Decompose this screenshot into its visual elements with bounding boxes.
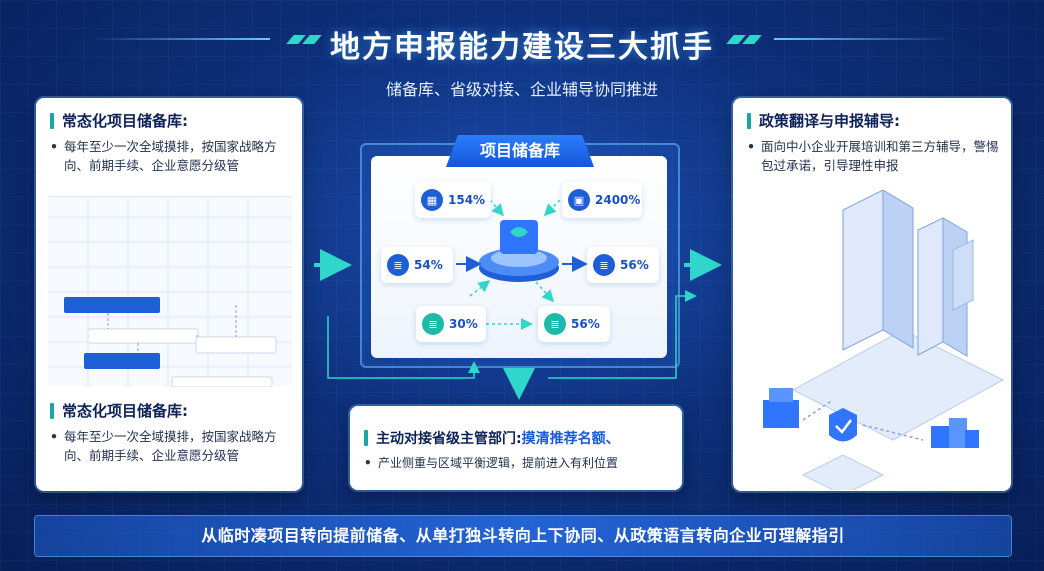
section-marker (747, 112, 751, 129)
flow-node (171, 376, 273, 387)
bottom-card: 主动对接省级主管部门: 摸清推荐名额、 • 产业侧重与区域平衡逻辑，提前进入有利… (350, 406, 682, 490)
document-icon: ≣ (422, 313, 444, 335)
stat-card: ≣ 56% (587, 247, 659, 283)
section-marker (364, 430, 368, 446)
left-section-1: 常态化项目储备库: • 每年至少一次全域摸排，按国家战略方向、前期手续、企业意愿… (50, 110, 290, 175)
section-heading: 政策翻译与申报辅导: (759, 112, 900, 130)
section-heading: 主动对接省级主管部门: (376, 431, 522, 447)
section-heading-highlight: 摸清推荐名额、 (521, 431, 620, 447)
section-bullet: 每年至少一次全域摸排，按国家战略方向、前期手续、企业意愿分级管 (64, 139, 277, 173)
section-marker (50, 112, 54, 129)
loop-arrow-right (548, 290, 697, 379)
cube-icon (931, 426, 951, 448)
page-subtitle: 储备库、省级对接、企业辅导协同推进 (385, 80, 658, 99)
stat-value: 54% (414, 257, 443, 272)
document-icon: ≣ (387, 254, 409, 276)
bullet-dot-icon: • (50, 429, 58, 444)
flow-chart-illustration (48, 196, 292, 387)
stat-value: 30% (449, 316, 478, 331)
stat-value: 2400% (595, 192, 641, 207)
right-section: 政策翻译与申报辅导: • 面向中小企业开展培训和第三方辅导，警惕包过承诺，引导理… (747, 110, 1003, 175)
section-heading: 常态化项目储备库: (62, 402, 188, 420)
stat-value: 56% (571, 316, 600, 331)
summary-banner: 从临时凑项目转向提前储备、从单打独斗转向上下协同、从政策语言转向企业可理解指引 (34, 515, 1012, 557)
stat-card: ≣ 30% (416, 306, 486, 342)
building-icon: ▦ (421, 189, 443, 211)
center-tag: 项目储备库 (446, 135, 594, 167)
left-section-2: 常态化项目储备库: • 每年至少一次全域摸排，按国家战略方向、前期手续、企业意愿… (50, 400, 290, 465)
section-bullet: 产业侧重与区域平衡逻辑，提前进入有利位置 (378, 456, 619, 470)
building-icon (842, 190, 884, 351)
page-title: 地方申报能力建设三大抓手 (330, 30, 714, 65)
left-panel: 常态化项目储备库: • 每年至少一次全域摸排，按国家战略方向、前期手续、企业意愿… (36, 98, 302, 491)
shield-icon (829, 408, 857, 442)
stat-card: ▦ 154% (415, 182, 491, 218)
stat-card: ≣ 56% (538, 306, 610, 342)
stat-card: ≣ 54% (381, 247, 453, 283)
stat-value: 154% (448, 192, 486, 207)
right-panel: 政策翻译与申报辅导: • 面向中小企业开展培训和第三方辅导，警惕包过承诺，引导理… (733, 98, 1011, 491)
ground-platform (791, 329, 1005, 441)
section-bullet: 每年至少一次全域摸排，按国家战略方向、前期手续、企业意愿分级管 (64, 429, 277, 463)
building-icon (917, 217, 944, 356)
stat-value: 56% (620, 257, 649, 272)
lock-icon: ▣ (568, 189, 590, 211)
document-icon: ≣ (593, 254, 615, 276)
cube-icon (763, 400, 799, 428)
loop-arrow-left (327, 316, 480, 379)
document-icon: ≣ (544, 313, 566, 335)
title-decoration-left (90, 38, 270, 40)
leaf-icon (510, 227, 528, 237)
bullet-dot-icon: • (364, 456, 372, 470)
bullet-dot-icon: • (50, 139, 58, 154)
section-heading: 常态化项目储备库: (62, 112, 188, 130)
section-marker (50, 402, 54, 419)
flow-node (84, 353, 160, 369)
bullet-dot-icon: • (747, 139, 755, 154)
stat-card: ▣ 2400% (562, 182, 642, 218)
city-illustration (763, 190, 1005, 490)
section-bullet: 面向中小企业开展培训和第三方辅导，警惕包过承诺，引导理性申报 (761, 139, 999, 173)
flow-node (64, 297, 160, 313)
